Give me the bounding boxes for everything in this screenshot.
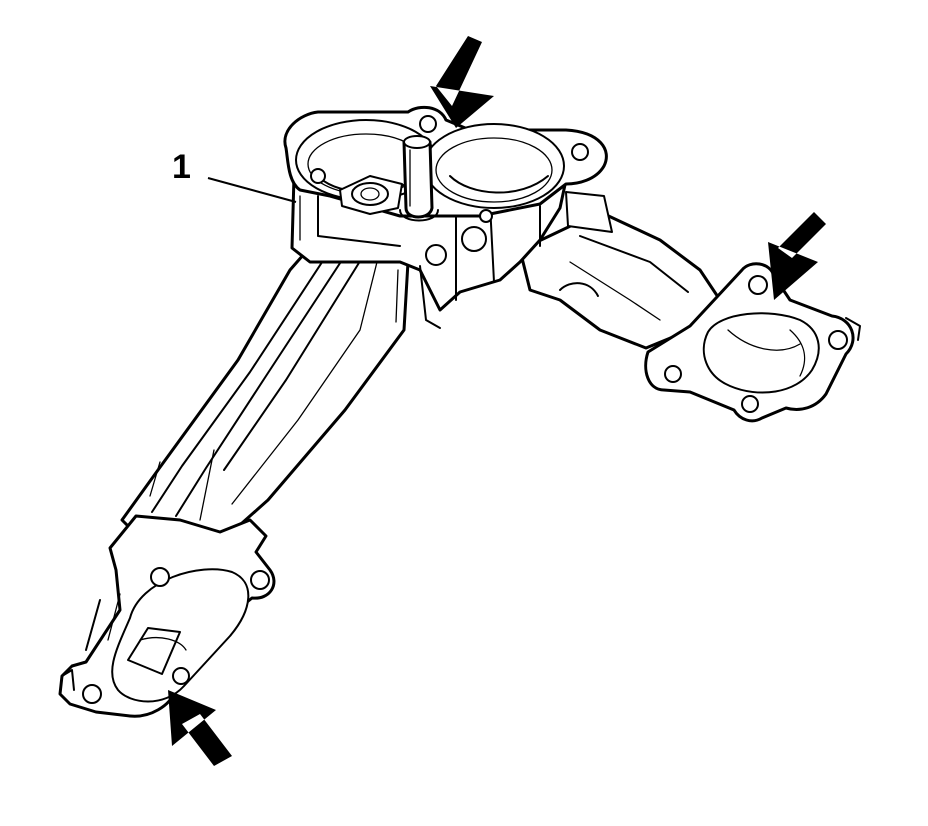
right-runner <box>518 210 722 350</box>
callout-label-1: 1 <box>172 148 191 186</box>
right-arrow <box>768 212 826 300</box>
vacuum-nipple <box>399 135 439 222</box>
callout-leader-line <box>207 177 297 203</box>
bottom-left-arrow <box>168 690 232 766</box>
left-runner-flange <box>58 514 276 718</box>
top-arrow <box>430 36 494 128</box>
throttle-body-mounting-flange <box>283 105 608 223</box>
left-runner <box>120 236 410 550</box>
right-runner-flange <box>644 262 861 423</box>
